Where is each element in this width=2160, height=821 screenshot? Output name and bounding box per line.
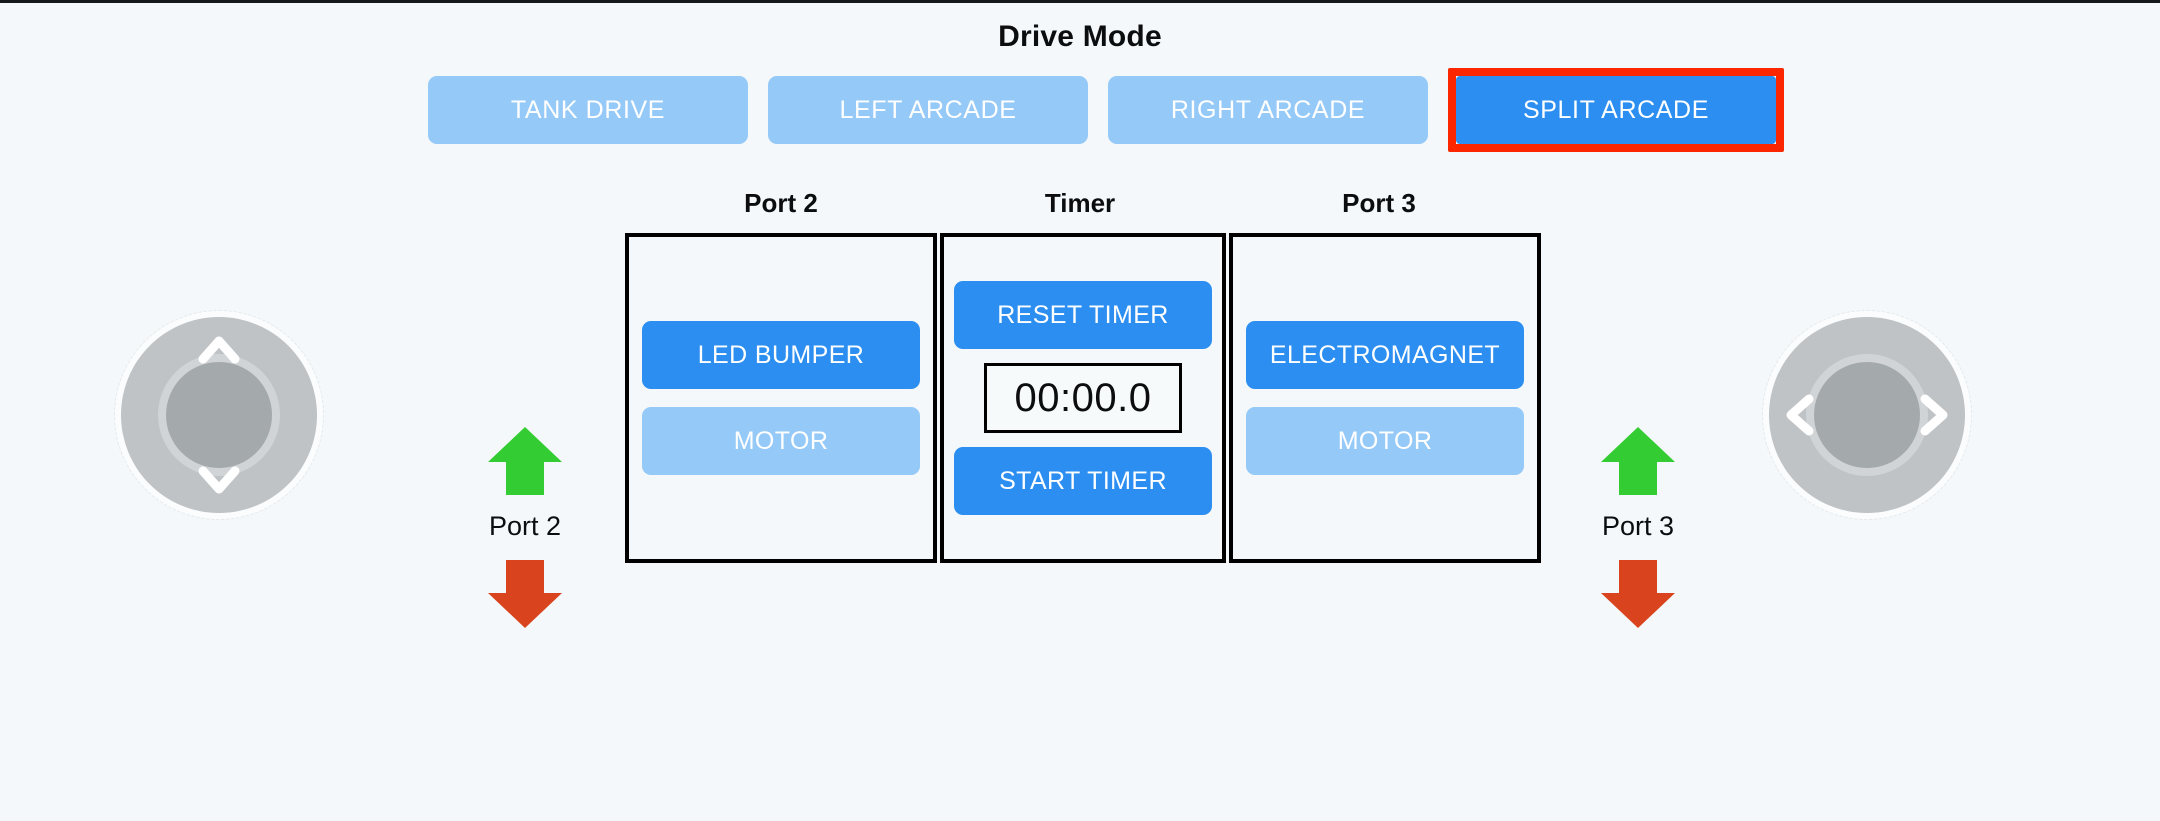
drive-mode-title: Drive Mode <box>998 20 1162 53</box>
chevron-right-icon <box>1920 394 1948 436</box>
arrow-up-icon <box>1601 427 1675 495</box>
port3-electromagnet-button[interactable]: ELECTROMAGNET <box>1246 321 1524 389</box>
drive-mode-right-arcade-button[interactable]: RIGHT ARCADE <box>1108 76 1428 144</box>
chevron-up-icon <box>198 336 240 364</box>
port3-direction-indicator: Port 3 <box>1578 425 1698 630</box>
drive-mode-left-arcade-button[interactable]: LEFT ARCADE <box>768 76 1088 144</box>
timer-display: 00:00.0 <box>984 363 1182 433</box>
start-timer-button[interactable]: START TIMER <box>954 447 1212 515</box>
port2-indicator-label: Port 2 <box>488 511 562 541</box>
port3-panel-label: Port 3 <box>1342 188 1416 218</box>
drive-mode-button-group: TANK DRIVE LEFT ARCADE RIGHT ARCADE SPLI… <box>428 68 1784 152</box>
port2-led-bumper-button[interactable]: LED BUMPER <box>642 321 920 389</box>
port2-panel-label: Port 2 <box>744 188 818 218</box>
timer-panel-label: Timer <box>1044 188 1116 218</box>
port2-motor-button[interactable]: MOTOR <box>642 407 920 475</box>
timer-panel: RESET TIMER 00:00.0 START TIMER <box>940 233 1226 563</box>
right-joystick-base[interactable] <box>1769 317 1965 513</box>
drive-mode-split-arcade-button[interactable]: SPLIT ARCADE <box>1456 76 1776 144</box>
left-joystick-knob[interactable] <box>166 362 272 468</box>
left-joystick[interactable] <box>114 310 324 520</box>
arrow-down-icon <box>488 560 562 628</box>
right-joystick-knob[interactable] <box>1814 362 1920 468</box>
right-joystick[interactable] <box>1762 310 1972 520</box>
top-rule <box>0 0 2160 3</box>
reset-timer-button[interactable]: RESET TIMER <box>954 281 1212 349</box>
selection-highlight-ring: SPLIT ARCADE <box>1448 68 1784 152</box>
control-panel-group: LED BUMPER MOTOR RESET TIMER 00:00.0 STA… <box>625 233 1541 563</box>
panel-label-row: Port 2 Timer Port 3 <box>625 188 1535 219</box>
chevron-down-icon <box>198 466 240 494</box>
chevron-left-icon <box>1786 394 1814 436</box>
arrow-down-icon <box>1601 560 1675 628</box>
port2-direction-indicator: Port 2 <box>465 425 585 630</box>
left-joystick-base[interactable] <box>121 317 317 513</box>
arrow-up-icon <box>488 427 562 495</box>
port3-indicator-label: Port 3 <box>1601 511 1675 541</box>
port3-motor-button[interactable]: MOTOR <box>1246 407 1524 475</box>
port2-panel: LED BUMPER MOTOR <box>625 233 937 563</box>
port3-panel: ELECTROMAGNET MOTOR <box>1229 233 1541 563</box>
drive-mode-tank-drive-button[interactable]: TANK DRIVE <box>428 76 748 144</box>
